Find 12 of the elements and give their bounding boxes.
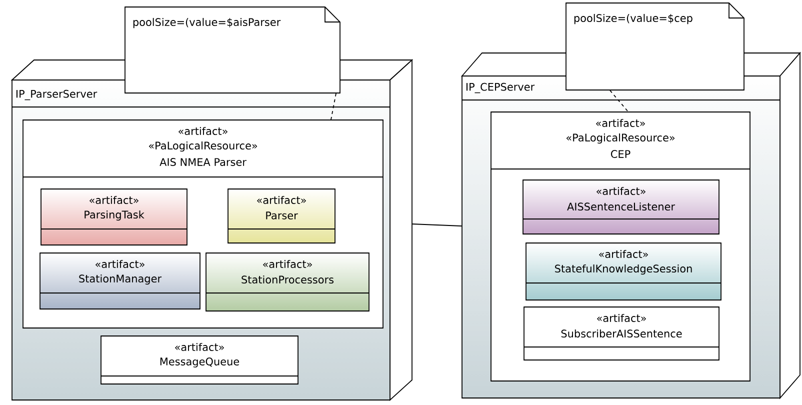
artifact-box: «artifact» MessageQueue [100, 336, 298, 384]
artifact-box: «artifact» ParsingTask [40, 188, 188, 246]
artifact-box: «artifact» StationManager [40, 252, 200, 310]
artifact-box: «artifact» StationProcessors [206, 252, 370, 312]
artifact-box: «artifact» StatefulKnowledgeSession [526, 242, 722, 300]
note-box: poolSize=(value=$cep [566, 2, 744, 90]
artifact-box: «artifact» AISSentenceListener [522, 180, 720, 234]
dashed-connector [610, 90, 628, 112]
dashed-connector [330, 93, 336, 120]
connector-line [412, 224, 462, 226]
artifact-box: «artifact» Parser [228, 188, 336, 244]
artifact-box: «artifact» SubscriberAISSentence [524, 306, 720, 360]
